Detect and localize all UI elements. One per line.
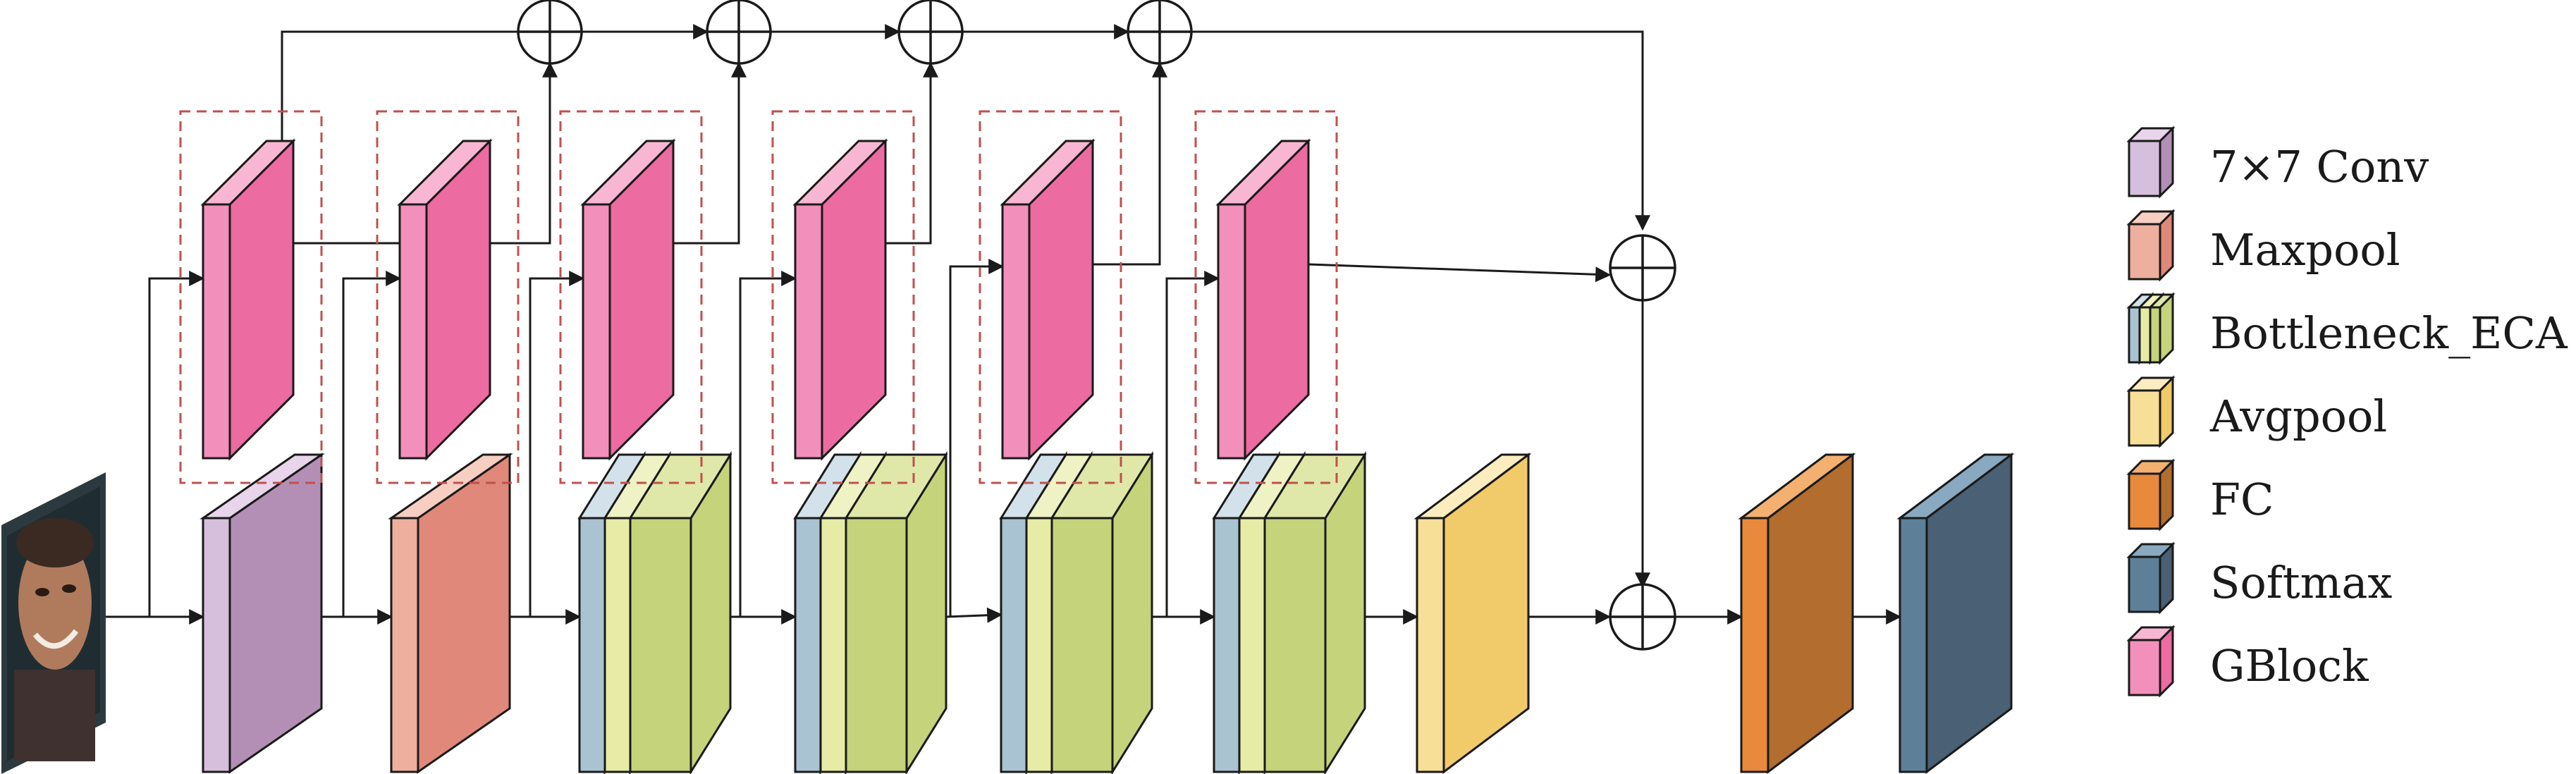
gblock-dashed-box-2: [376, 110, 520, 484]
legend-label-avgpool: Avgpool: [2209, 391, 2387, 442]
legend-item-conv: 7×7 Conv: [2126, 125, 2429, 199]
gblock-2: [397, 138, 493, 461]
connection-lines: [106, 24, 1902, 625]
adder-3: [897, 0, 964, 65]
legend-label-conv: 7×7 Conv: [2210, 141, 2429, 192]
wire-top-to-right-adder: [1191, 30, 1650, 231]
gblock-dashed-box-4: [771, 110, 915, 484]
bottleneck-eca-block-2: [793, 450, 948, 774]
avgpool-legend-prism: [2126, 375, 2176, 448]
wire-branch-to-gblock-1: [148, 271, 205, 617]
legend-label-softmax: Softmax: [2210, 557, 2392, 608]
avgpool-legend-icon: [2126, 375, 2176, 448]
bottleneck-eca-4-slab-3: [1263, 450, 1367, 774]
fc-legend-icon: [2126, 458, 2176, 532]
wire-branch-to-gblock-6: [1165, 271, 1220, 617]
wire-gblock6-right-adder: [1308, 263, 1612, 283]
adder-6: [1609, 583, 1676, 651]
wire-gblock2-adder1: [293, 61, 558, 245]
wire-branch-to-gblock-4: [739, 271, 797, 617]
wire-gblock5-adder4: [1093, 61, 1167, 266]
fc-block: [1738, 453, 1856, 774]
adder-4: [1127, 0, 1193, 65]
gblock-6: [1215, 138, 1311, 461]
legend-item-gblock: GBlock: [2126, 625, 2369, 698]
legend-item-avgpool: Avgpool: [2126, 375, 2387, 448]
adder-5: [1609, 234, 1676, 302]
wire-branch-to-gblock-3: [529, 271, 585, 617]
gblock-dashed-box-1: [179, 110, 323, 484]
maxpool-legend-icon: [2126, 209, 2176, 282]
gblock-5: [1000, 138, 1096, 461]
legend-item-maxpool: Maxpool: [2126, 209, 2400, 282]
input-face-image: [1, 472, 106, 774]
maxpool-block: [388, 453, 513, 774]
adders: [517, 0, 1676, 651]
gblock-dashed-box-5: [979, 110, 1122, 484]
softmax-block: [1896, 453, 2015, 774]
legend-label-gblock: GBlock: [2210, 640, 2369, 692]
bottleneck-eca-block-3: [999, 450, 1154, 774]
bottleneck-legend-icon: [2126, 292, 2176, 365]
adder-1: [517, 0, 583, 65]
gblock-dashed-box-6: [1194, 110, 1338, 484]
face-photo-icon: [14, 518, 95, 761]
gblock-1: [200, 138, 296, 461]
softmax-legend-prism: [2126, 541, 2176, 615]
gblock-dashed-box-3: [559, 110, 703, 484]
gblock-legend-icon: [2126, 625, 2176, 698]
wire-branch-to-gblock-2: [342, 271, 402, 617]
bottleneck-eca-2-slab-3: [844, 450, 948, 774]
bottleneck-eca-block-4: [1212, 450, 1367, 774]
wire-branch-to-gblock-5: [949, 259, 1005, 617]
adder-2: [706, 0, 772, 65]
wire-bn2-bn3: [945, 607, 1003, 623]
maxpool-legend-prism: [2126, 209, 2176, 282]
conv-legend-prism: [2126, 125, 2176, 199]
bottleneck-legend-slab-3: [2147, 292, 2176, 365]
bottleneck-eca-1-slab-3: [628, 450, 732, 774]
legend-item-bottleneck: Bottleneck_ECA: [2126, 292, 2568, 365]
conv7x7-block: [200, 453, 325, 774]
bottleneck-eca-block-1: [577, 450, 732, 774]
legend-label-maxpool: Maxpool: [2210, 224, 2400, 276]
network-blocks: [179, 110, 2015, 774]
legend-item-fc: FC: [2126, 458, 2274, 532]
bottleneck-eca-3-slab-3: [1050, 450, 1154, 774]
legend-label-bottleneck: Bottleneck_ECA: [2210, 307, 2568, 359]
fc-legend-prism: [2126, 458, 2176, 532]
wire-gblock4-adder3: [885, 61, 938, 245]
legend-label-fc: FC: [2210, 474, 2274, 525]
legend-item-softmax: Softmax: [2126, 541, 2392, 615]
wire-top-skip-start: [281, 30, 518, 141]
wire-gblock3-adder2: [673, 61, 747, 245]
gblock-4: [792, 138, 888, 461]
avgpool-block: [1413, 453, 1532, 774]
gblock-legend-prism: [2126, 625, 2176, 698]
softmax-legend-icon: [2126, 541, 2176, 615]
gblock-3: [580, 138, 676, 461]
conv-legend-icon: [2126, 125, 2176, 199]
